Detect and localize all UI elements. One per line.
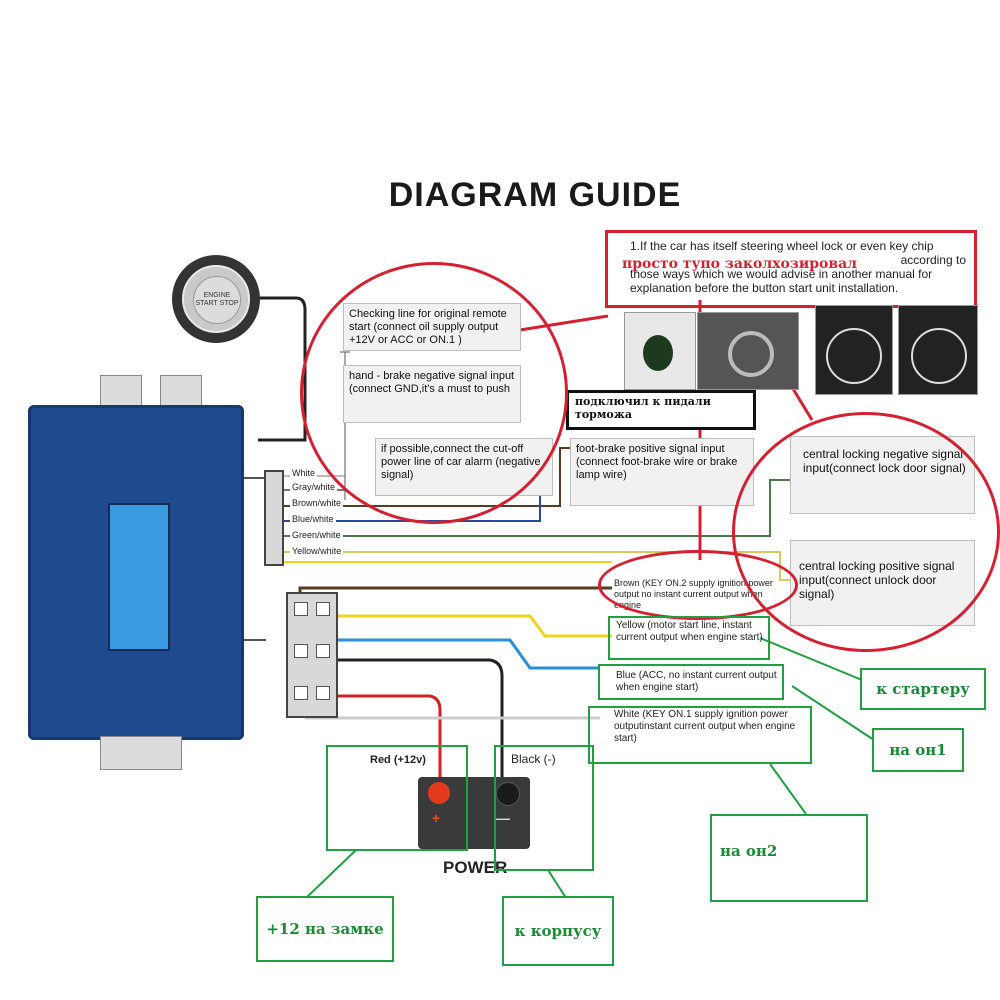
power-label: POWER <box>443 858 508 877</box>
green-pointer-on2 <box>769 763 807 815</box>
photo-gauge-1 <box>815 305 893 395</box>
pin-5 <box>294 686 308 700</box>
wire-label-yellow-white: Yellow/white <box>290 546 344 557</box>
wire-brown <box>298 586 612 600</box>
annotation-on2: на он2 <box>710 814 868 902</box>
wire-label-blue-white: Blue/white <box>290 514 336 525</box>
brake-note: подключил к пидали торможа <box>566 390 756 430</box>
wire-label-green-white: Green/white <box>290 530 343 541</box>
small-harness-connector <box>264 470 284 566</box>
green-pointer-on1 <box>791 685 875 741</box>
diagram-title: DIAGRAM GUIDE <box>388 176 682 214</box>
warning-box: 1.If the car has itself steering wheel l… <box>605 230 977 308</box>
wire-red <box>325 694 442 782</box>
pin-2 <box>316 602 330 616</box>
green-box-black-wire <box>494 745 594 871</box>
blue-output-text: Blue (ACC, no instant current output whe… <box>616 670 777 693</box>
minus-sign: — <box>496 810 510 826</box>
pin-6 <box>316 686 330 700</box>
red-oval-brown <box>598 550 798 620</box>
pin-1 <box>294 602 308 616</box>
annotation-on1: на он1 <box>872 728 964 772</box>
module-mount-tab-bottom <box>100 736 182 770</box>
pin-3 <box>294 644 308 658</box>
photo-ignition <box>697 312 799 390</box>
plus-sign: + <box>432 810 441 826</box>
start-button: ENGINE START STOP <box>193 276 241 324</box>
warning-line-1: 1.If the car has itself steering wheel l… <box>630 239 934 253</box>
red-wire-label: Red (+12v) <box>370 754 426 766</box>
annotation-starter: к стартеру <box>860 668 986 710</box>
foot-brake-box: foot-brake positive signal input (connec… <box>570 438 754 506</box>
red-oval-central-locking <box>732 412 1000 652</box>
green-pointer-plus12 <box>305 849 357 899</box>
wire-label-white: White <box>290 468 318 479</box>
wire-label-gray-white: Gray/white <box>290 482 338 493</box>
black-wire-label: Black (-) <box>511 752 556 766</box>
module-display <box>108 503 170 651</box>
black-terminal <box>496 782 520 806</box>
main-connector <box>286 592 338 718</box>
yellow-output-text: Yellow (motor start line, instant curren… <box>616 620 763 643</box>
green-box-red-wire <box>326 745 468 851</box>
green-box-yellow-output <box>608 616 770 660</box>
red-oval-inputs <box>300 262 568 524</box>
warning-line-2: according to <box>900 253 966 267</box>
green-pointer-starter <box>759 637 863 681</box>
warning-line-4: explanation before the button start unit… <box>630 281 899 295</box>
button-cable <box>258 296 307 442</box>
start-button-text: ENGINE START STOP <box>195 292 239 307</box>
green-box-white-output <box>588 706 812 764</box>
red-terminal <box>428 782 450 804</box>
annotation-ground: к корпусу <box>502 896 614 966</box>
photo-gauge-2 <box>898 305 978 395</box>
white-output-text: White (KEY ON.1 supply ignition power ou… <box>614 709 796 744</box>
wire-black <box>325 658 504 778</box>
green-box-blue-output <box>598 664 784 700</box>
wire-label-brown-white: Brown/white <box>290 498 344 509</box>
pin-4 <box>316 644 330 658</box>
green-pointer-ground <box>547 869 567 899</box>
wire-yellow <box>325 614 612 638</box>
annotation-plus12: +12 на замке <box>256 896 394 962</box>
wire-blue <box>303 638 600 670</box>
warning-overlay-text: просто тупо заколхозировал <box>622 256 858 272</box>
photo-key-fob <box>624 312 696 390</box>
warning-line-3: those ways which we would advise in anot… <box>630 267 933 281</box>
